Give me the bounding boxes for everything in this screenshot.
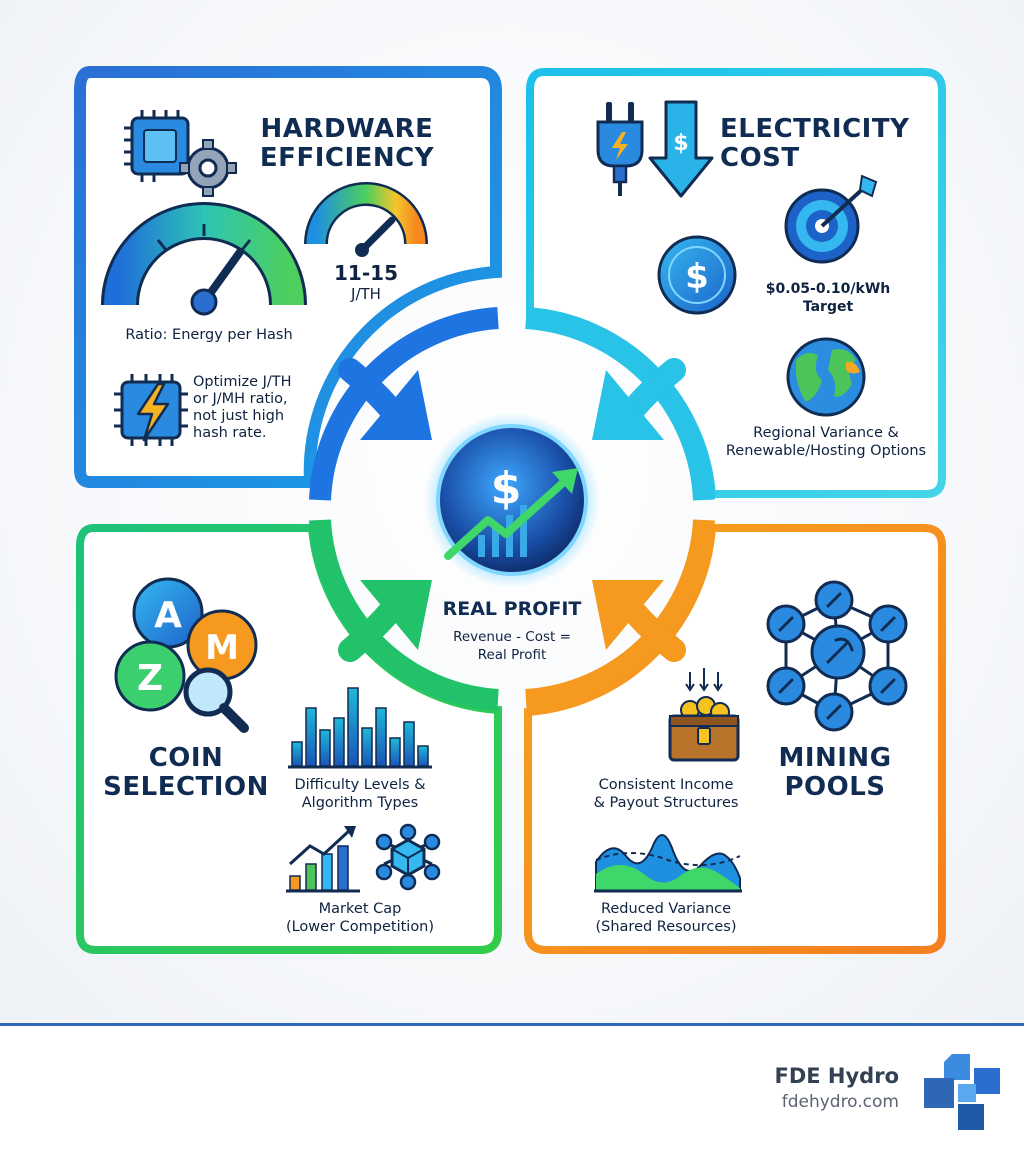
small-gauge-icon <box>304 182 428 257</box>
svg-text:Z: Z <box>137 658 163 699</box>
coin-title-line1: COIN <box>148 743 224 773</box>
tip-line2: or J/MH ratio, <box>193 391 288 407</box>
bar-chart-icon <box>288 687 432 769</box>
blockchain-cube-icon <box>375 823 441 891</box>
pools-title-line1: MINING <box>778 743 892 773</box>
treasure-chest-icon <box>668 668 740 762</box>
svg-text:$: $ <box>673 131 688 156</box>
wave-chart-icon <box>594 834 742 893</box>
dollar-growth-icon: $ <box>424 412 600 588</box>
center-title: REAL PROFIT <box>442 598 582 620</box>
svg-text:M: M <box>205 628 239 668</box>
variance-line1: Reduced Variance <box>600 901 732 917</box>
electricity-title: ELECTRICITY COST <box>720 115 910 173</box>
arrow-electricity-to-center <box>592 358 686 440</box>
gauge-value-label: 11-15 J/TH <box>316 262 416 304</box>
regional-line2: Renewable/Hosting Options <box>725 443 927 459</box>
target-icon <box>784 174 878 264</box>
ring-arc-hardware <box>309 307 499 501</box>
rate-value: $0.05-0.10/kWh <box>765 281 891 297</box>
chip-lightning-icon <box>114 374 188 446</box>
electricity-title-line1: ELECTRICITY <box>720 114 910 144</box>
fde-hydro-logo <box>924 1054 1000 1130</box>
tip-line4: hash rate. <box>193 425 267 441</box>
tip-line3: not just high <box>193 408 285 424</box>
market-cap-label: Market Cap (Lower Competition) <box>270 900 450 936</box>
formula-line2: Real Profit <box>477 647 547 663</box>
pickaxe-network-icon <box>766 580 908 732</box>
rate-target-label: $0.05-0.10/kWh Target <box>748 280 908 316</box>
difficulty-line1: Difficulty Levels & <box>294 777 426 793</box>
regional-label: Regional Variance & Renewable/Hosting Op… <box>712 424 940 460</box>
brand-url: fdehydro.com <box>781 1092 899 1112</box>
tip-line1: Optimize J/TH <box>193 374 292 390</box>
coins-magnifier-icon: A M Z <box>114 577 258 733</box>
electricity-title-line2: COST <box>720 143 800 173</box>
footer-divider <box>0 1023 1024 1026</box>
income-label: Consistent Income & Payout Structures <box>580 776 752 812</box>
infographic-diagram: $ <box>74 66 946 954</box>
footer <box>0 1026 1024 1154</box>
gauge-unit: J/TH <box>351 285 381 303</box>
market-line2: (Lower Competition) <box>285 919 435 935</box>
chip-gear-icon <box>124 110 237 197</box>
market-line1: Market Cap <box>318 901 402 917</box>
pools-title: MINING POOLS <box>760 744 910 802</box>
efficiency-tip: Optimize J/TH or J/MH ratio, not just hi… <box>193 374 333 442</box>
ratio-label: Ratio: Energy per Hash <box>125 327 293 343</box>
coin-title: COIN SELECTION <box>96 744 276 802</box>
gauge-icon <box>101 202 307 316</box>
center-formula: Revenue - Cost = Real Profit <box>412 628 612 664</box>
globe-icon <box>786 337 866 417</box>
hardware-title-line2: EFFICIENCY <box>259 143 435 173</box>
svg-text:$: $ <box>685 257 709 297</box>
arrow-hardware-to-center <box>338 358 432 440</box>
growth-chart-icon <box>286 826 360 893</box>
difficulty-label: Difficulty Levels & Algorithm Types <box>280 776 440 812</box>
pools-title-line2: POOLS <box>784 772 886 802</box>
dollar-coin-icon: $ <box>657 235 737 315</box>
arrow-pools-to-center <box>592 580 686 662</box>
rate-target: Target <box>802 299 854 315</box>
coin-title-line2: SELECTION <box>103 772 269 802</box>
svg-text:A: A <box>154 595 182 636</box>
brand-name: FDE Hydro <box>774 1064 899 1088</box>
arrow-coin-to-center <box>338 580 432 662</box>
ring-arc-electricity <box>525 307 715 501</box>
svg-text:$: $ <box>491 463 522 514</box>
income-line2: & Payout Structures <box>593 795 739 811</box>
hardware-title-line1: HARDWARE <box>260 114 434 144</box>
difficulty-line2: Algorithm Types <box>301 795 419 811</box>
gauge-value: 11-15 <box>334 261 398 285</box>
income-line1: Consistent Income <box>598 777 734 793</box>
variance-line2: (Shared Resources) <box>595 919 737 935</box>
hardware-title: HARDWARE EFFICIENCY <box>252 115 442 173</box>
formula-line1: Revenue - Cost = <box>453 629 571 645</box>
plug-icon <box>596 102 644 196</box>
regional-line1: Regional Variance & <box>753 425 899 441</box>
variance-label: Reduced Variance (Shared Resources) <box>580 900 752 936</box>
dollar-down-arrow-icon: $ <box>648 100 714 198</box>
